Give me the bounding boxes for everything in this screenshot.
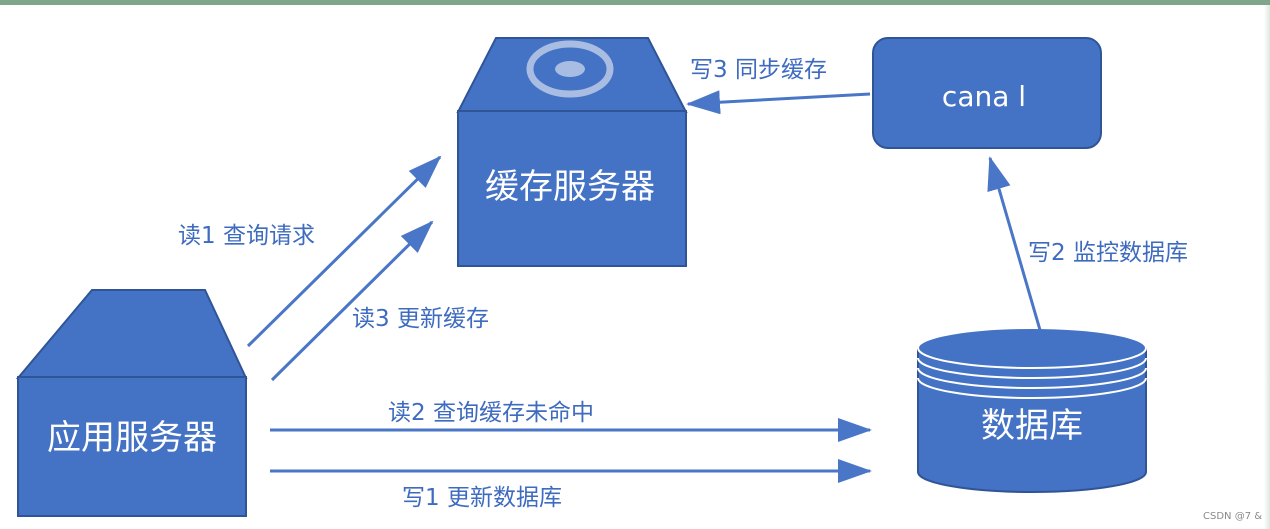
write1-label: 写1 更新数据库 [402, 485, 562, 511]
database-ring-2 [917, 367, 1147, 389]
database-ring-3 [917, 377, 1147, 399]
cache-disk-icon [526, 40, 614, 98]
watermark: CSDN @7 & [1203, 511, 1262, 522]
app-server-label: 应用服务器 [47, 418, 217, 458]
database-ring-1 [917, 357, 1147, 379]
cache-disk-center-icon [555, 61, 585, 77]
database-top [917, 327, 1147, 369]
read2-label: 读2 查询缓存未命中 [388, 400, 594, 426]
app-server-node: 应用服务器 [15, 289, 248, 517]
app-server-top [15, 289, 248, 379]
canal-label: cana l [942, 80, 1026, 113]
database-label: 数据库 [981, 406, 1083, 446]
arrow-write2 [987, 156, 1042, 331]
arrow-read3 [270, 220, 434, 382]
canal-node: cana l [872, 37, 1102, 149]
arrow-write3 [686, 90, 871, 115]
cache-server-body [457, 110, 687, 267]
canal-box [872, 37, 1102, 149]
arrow-read1 [246, 155, 442, 348]
write2-label: 写2 监控数据库 [1028, 240, 1188, 266]
read1-label: 读1 查询请求 [178, 223, 315, 249]
database-body [917, 347, 1147, 493]
database-node: 数据库 [917, 327, 1147, 493]
write3-label: 写3 同步缓存 [690, 57, 827, 83]
app-server-body [17, 376, 247, 517]
cache-server-label: 缓存服务器 [485, 167, 655, 207]
read3-label: 读3 更新缓存 [352, 306, 489, 332]
cache-server-node: 缓存服务器 [456, 37, 688, 267]
